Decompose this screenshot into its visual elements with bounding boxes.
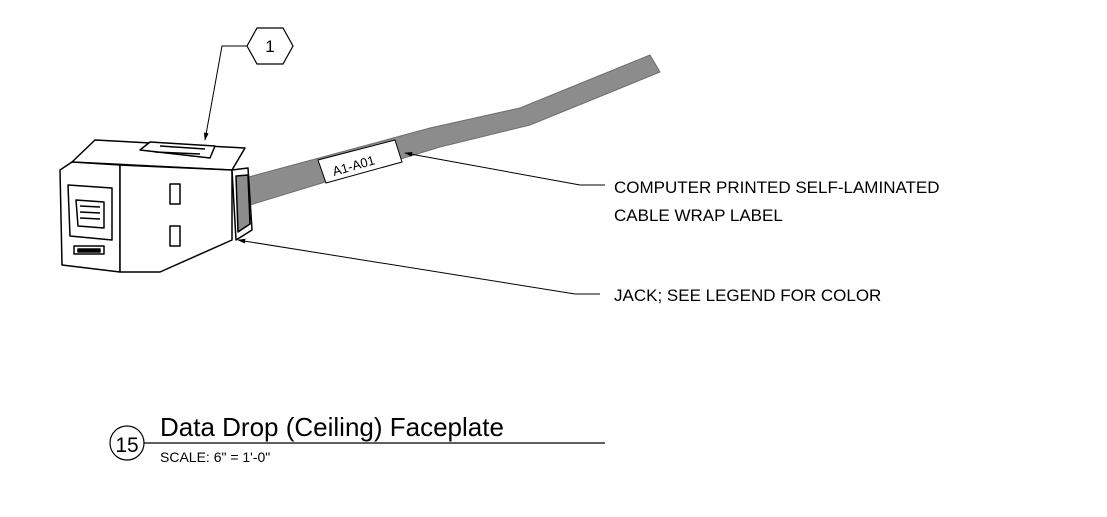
leader-label-note — [404, 151, 605, 186]
note-label-line1: COMPUTER PRINTED SELF-LAMINATED — [614, 178, 940, 197]
cable — [244, 54, 661, 206]
detail-scale: SCALE: 6" = 1'-0" — [160, 449, 270, 465]
detail-title: Data Drop (Ceiling) Faceplate — [160, 412, 504, 442]
callout-tag-text: 1 — [265, 37, 274, 56]
detail-number: 15 — [115, 434, 138, 457]
jack — [59, 139, 253, 273]
detail-title-block: 15 Data Drop (Ceiling) Faceplate SCALE: … — [109, 412, 605, 465]
leader-jack-note — [237, 238, 600, 295]
cable-wrap-label: A1-A01 — [317, 139, 403, 184]
note-jack: JACK; SEE LEGEND FOR COLOR — [614, 286, 881, 305]
callout-tag-1: 1 — [203, 27, 294, 141]
note-label-line2: CABLE WRAP LABEL — [614, 206, 783, 225]
